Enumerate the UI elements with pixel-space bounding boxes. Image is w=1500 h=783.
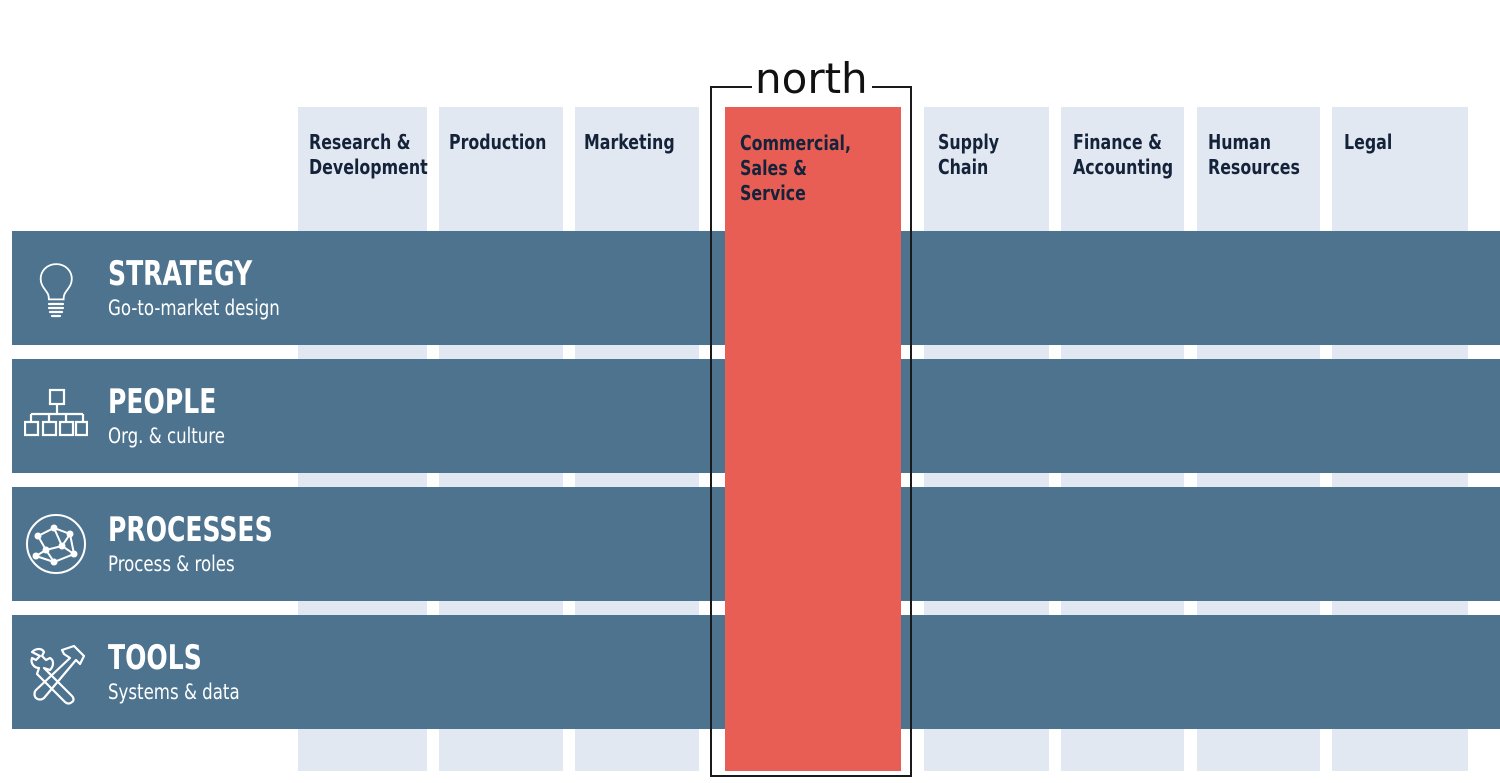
band-subtitle-tools: Systems & data	[108, 680, 240, 704]
column-label-human-resources: Human Resources	[1208, 130, 1300, 179]
column-label-production: Production	[449, 130, 547, 154]
band-subtitle-strategy: Go-to-market design	[108, 296, 280, 320]
north-bracket-top-left	[710, 86, 752, 88]
band-subtitle-processes: Process & roles	[108, 552, 235, 576]
band-title-strategy: STRATEGY	[108, 254, 253, 294]
north-bracket	[710, 87, 912, 777]
column-label-commercial-sales-service: Commercial, Sales & Service	[740, 131, 851, 205]
band-subtitle-people: Org. & culture	[108, 424, 225, 448]
column-label-finance-accounting: Finance & Accounting	[1073, 130, 1174, 179]
band-title-processes: PROCESSES	[108, 510, 273, 550]
org-chart-icon	[23, 386, 89, 450]
band-title-people: PEOPLE	[108, 382, 217, 422]
north-bracket-top-right	[872, 86, 912, 88]
lightbulb-icon	[24, 258, 88, 322]
column-label-marketing: Marketing	[584, 130, 675, 154]
column-label-supply-chain: Supply Chain	[938, 130, 1000, 179]
column-label-research-development: Research & Development	[309, 130, 428, 179]
column-label-legal: Legal	[1344, 130, 1393, 154]
column-commercial-sales-service	[725, 107, 901, 771]
network-globe-icon	[24, 514, 88, 578]
band-title-tools: TOOLS	[108, 638, 202, 678]
north-label: north	[755, 54, 868, 103]
wrench-hammer-icon	[24, 642, 88, 706]
